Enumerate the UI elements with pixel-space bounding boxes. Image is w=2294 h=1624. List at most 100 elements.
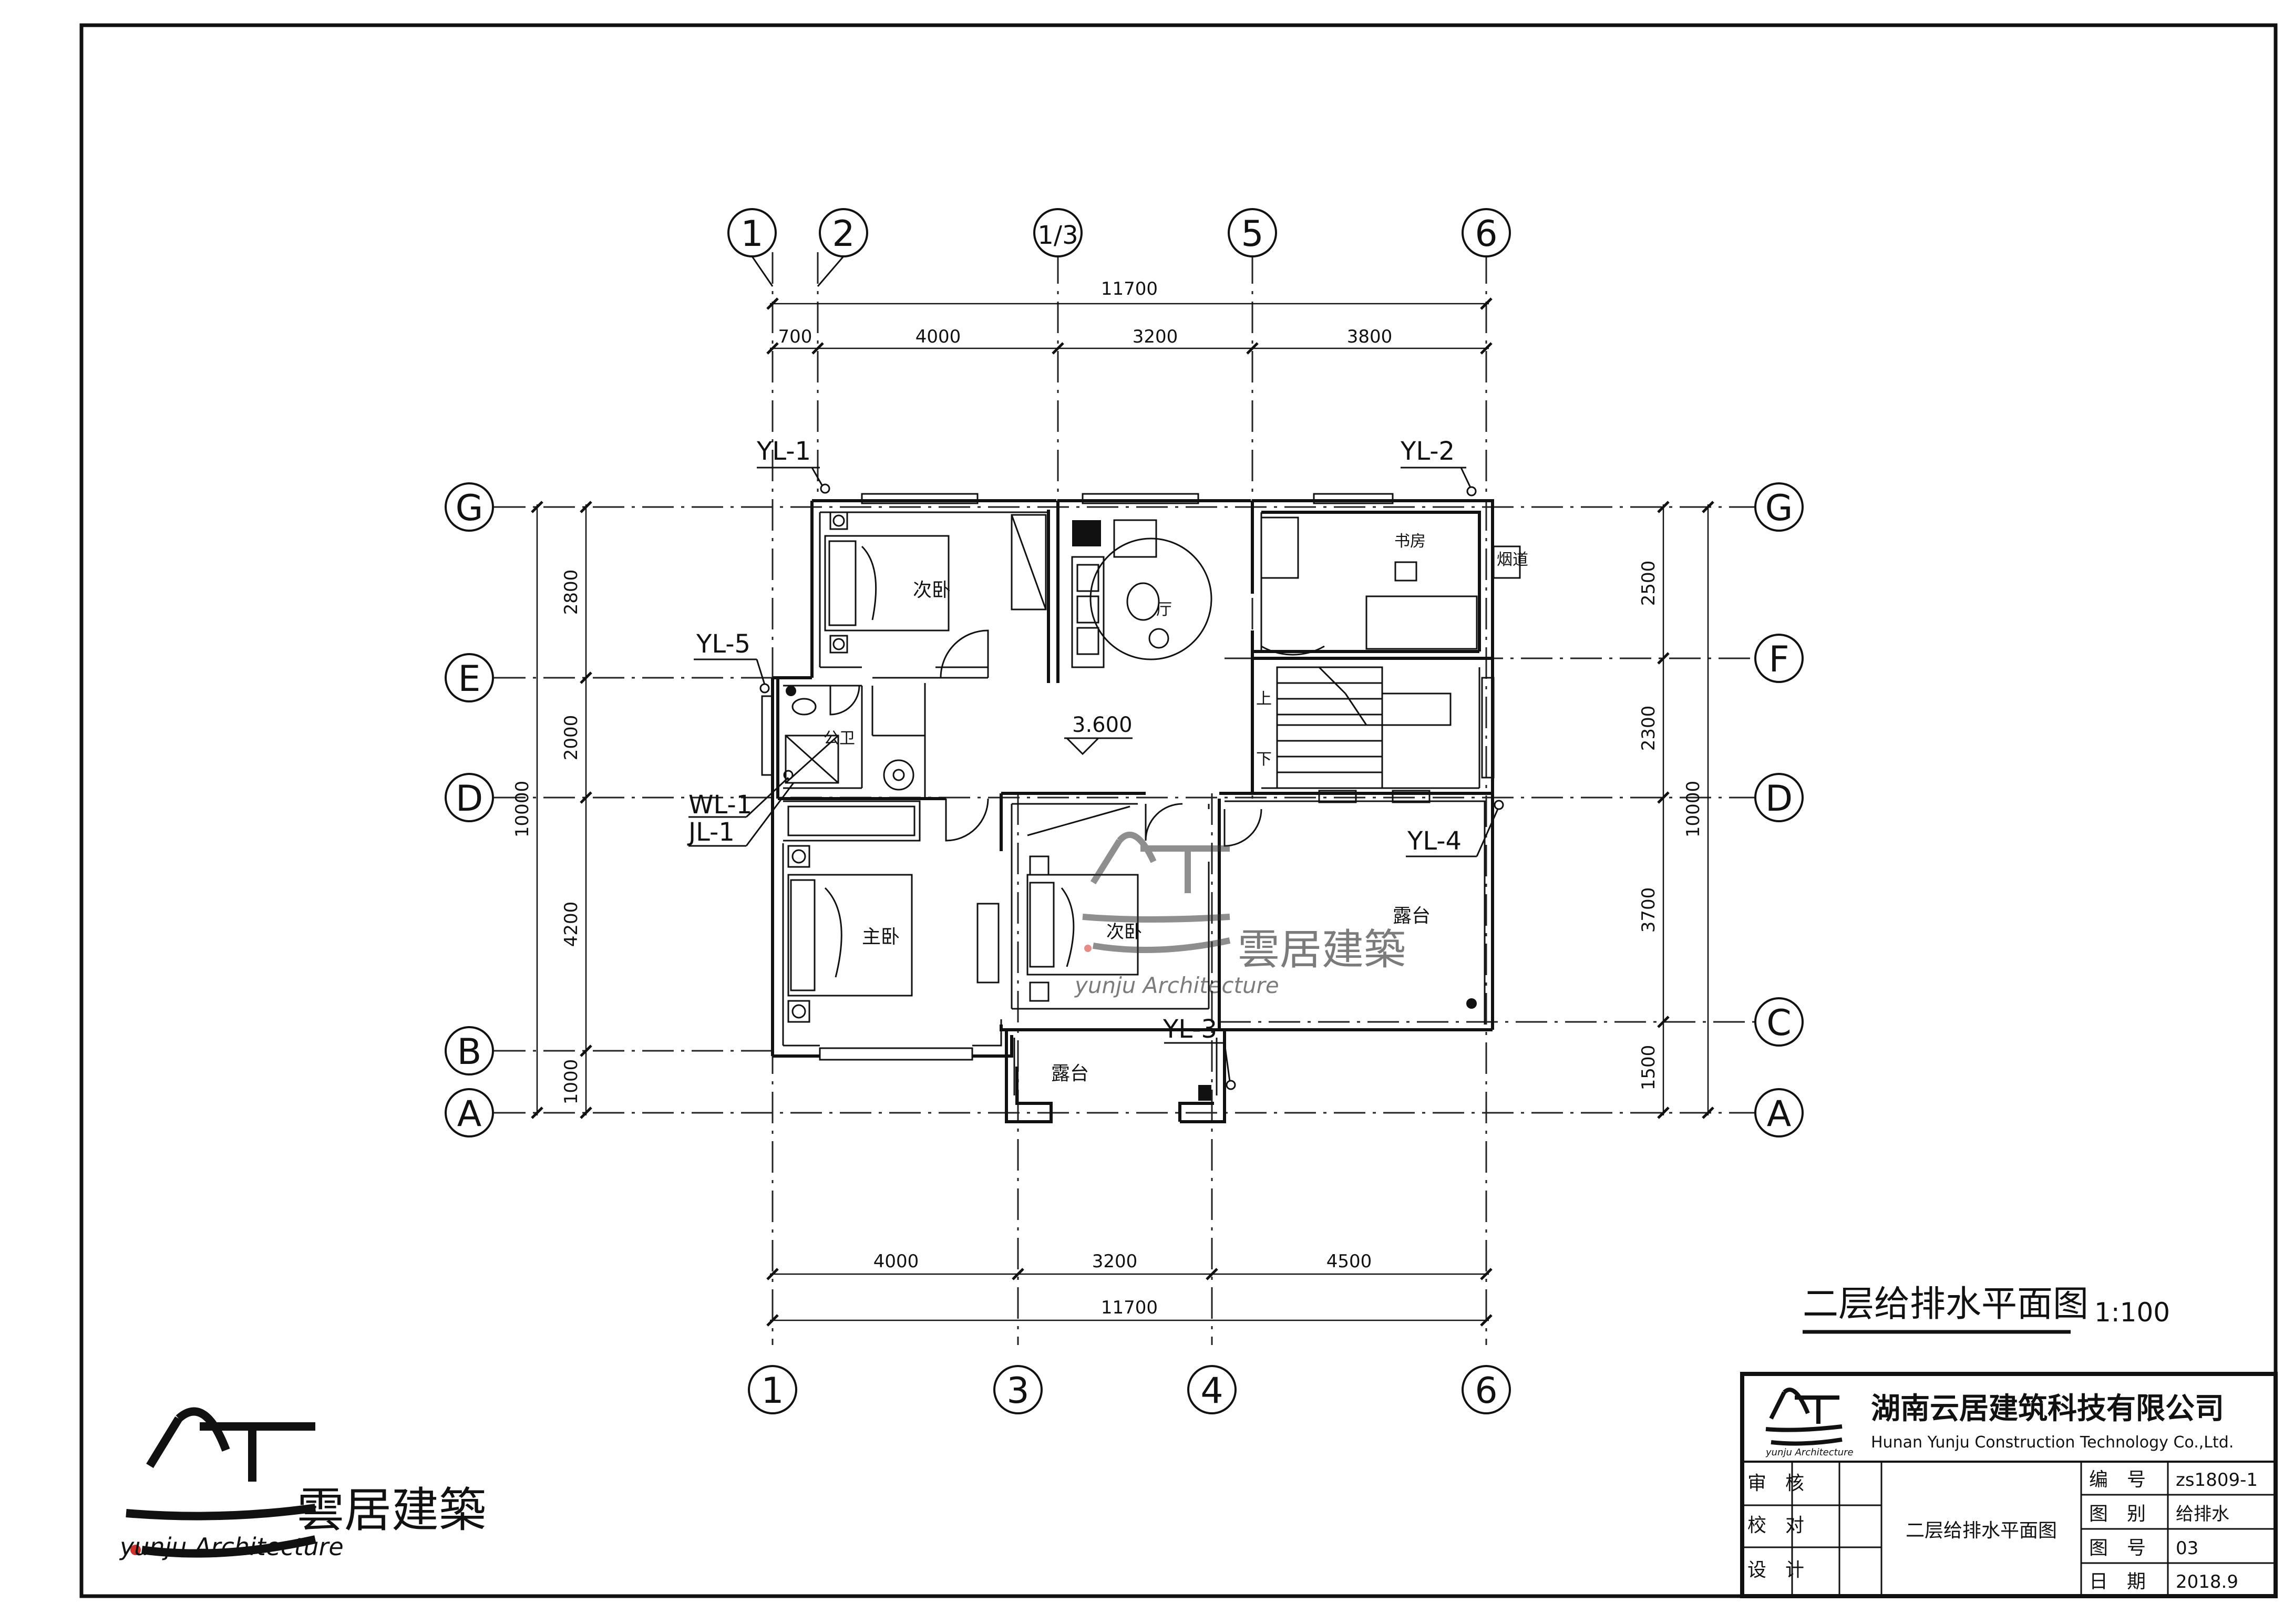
dim-left-3: 1000 xyxy=(561,1059,582,1105)
pipe-label-yl1: YL-1 xyxy=(756,437,811,466)
axis-label: 3 xyxy=(1006,1370,1029,1412)
window xyxy=(1481,677,1495,779)
title-block-drawing-name: 二层给排水平面图 xyxy=(1906,1520,2057,1542)
dim-right-0: 2500 xyxy=(1638,561,1659,606)
window xyxy=(1082,493,1199,504)
axis-bubbles-left: G E D B A xyxy=(445,482,494,1137)
sheet-border xyxy=(79,23,2278,1598)
axis-bubble-4-bottom: 4 xyxy=(1187,1365,1237,1414)
field-value-category: 给排水 xyxy=(2176,1504,2229,1525)
axis-label: 5 xyxy=(1241,213,1263,255)
room-label-bedroom-nw: 次卧 xyxy=(913,580,951,601)
dimensions-right: 2500 2300 3700 1500 10000 xyxy=(1638,501,1714,1119)
dimensions-bottom: 4000 3200 4500 11700 xyxy=(766,1251,1493,1327)
drawing-scale: 1:100 xyxy=(2094,1297,2170,1328)
dim-top-total: 11700 xyxy=(1101,278,1158,299)
logo-cn: 雲居建築 xyxy=(297,1483,486,1538)
pipe-label-yl5: YL-5 xyxy=(696,629,750,659)
study-desk xyxy=(1365,595,1478,650)
room-label-terrace-s: 露台 xyxy=(1051,1063,1089,1084)
axis-label: B xyxy=(457,1031,482,1073)
axis-bubble-F-right: F xyxy=(1754,634,1804,683)
bed-mid xyxy=(1026,805,1139,1002)
drawing-title: 二层给排水平面图 1:100 xyxy=(1803,1284,2170,1334)
study-chair xyxy=(1394,561,1417,582)
dim-left-1: 2000 xyxy=(561,715,582,761)
window xyxy=(861,493,979,504)
pipe-yl4 xyxy=(1494,800,1504,810)
drawing-title-text: 二层给排水平面图 xyxy=(1803,1284,2089,1325)
company-name-en: Hunan Yunju Construction Technology Co.,… xyxy=(1871,1433,2234,1452)
dim-bottom-total: 11700 xyxy=(1101,1297,1158,1318)
dim-bottom-2: 4500 xyxy=(1326,1251,1372,1272)
field-label-number: 编 号 xyxy=(2089,1469,2146,1491)
window xyxy=(1318,790,1357,803)
dim-right-3: 1500 xyxy=(1638,1045,1659,1091)
chimney-box xyxy=(1493,545,1521,579)
room-label-master: 主卧 xyxy=(862,926,900,948)
axis-bubble-D-left: D xyxy=(445,773,494,822)
axis-bubbles-bottom: 1 3 4 6 xyxy=(748,1365,1511,1414)
company-logo: 雲居建築 yunju Architecture xyxy=(119,1407,486,1561)
staircase xyxy=(1276,666,1452,789)
room-label-terrace-e: 露台 xyxy=(1393,905,1431,927)
elevation-marker: 3.600 xyxy=(1064,713,1133,756)
room-label-bath: 公卫 xyxy=(824,729,855,748)
furniture xyxy=(785,511,1478,1023)
pipe-label-yl4: YL-4 xyxy=(1407,826,1462,856)
dimensions-left: 2800 2000 4200 1000 10000 xyxy=(512,501,592,1119)
title-block-logo-text: yunju Architecture xyxy=(1765,1447,1854,1458)
dim-top-1: 4000 xyxy=(915,326,961,347)
label-design: 设 计 xyxy=(1747,1559,1804,1581)
axis-bubble-E-left: E xyxy=(445,653,494,702)
axis-bubble-G-left: G xyxy=(445,482,494,532)
dim-bottom-0: 4000 xyxy=(873,1251,919,1272)
walls xyxy=(771,499,1494,1123)
dim-left-2: 4200 xyxy=(561,902,582,947)
axis-label: D xyxy=(456,778,483,820)
window xyxy=(761,695,774,776)
logo-mark-icon xyxy=(126,1407,316,1558)
dim-left-total: 10000 xyxy=(512,781,533,837)
axis-label: 1/3 xyxy=(1037,221,1078,250)
label-review: 审 核 xyxy=(1747,1473,1804,1494)
stair-down-label: 下 xyxy=(1256,750,1272,769)
axis-label: 1 xyxy=(740,213,763,255)
watermark-en: yunju Architecture xyxy=(1074,973,1279,998)
axis-bubble-A-right: A xyxy=(1754,1088,1804,1137)
stair-up-label: 上 xyxy=(1256,690,1272,708)
bed-nw xyxy=(824,511,950,654)
axis-label: G xyxy=(1765,488,1793,529)
field-value-number: zs1809-1 xyxy=(2176,1470,2258,1491)
axis-label: A xyxy=(457,1093,482,1135)
room-label-chimney: 烟道 xyxy=(1497,551,1528,569)
dim-top-2: 3200 xyxy=(1133,326,1178,347)
field-label-date: 日 期 xyxy=(2089,1571,2146,1592)
axis-bubble-B-left: B xyxy=(445,1026,494,1075)
field-value-date: 2018.9 xyxy=(2176,1571,2238,1592)
axis-label: A xyxy=(1767,1093,1792,1135)
axis-bubble-G-right: G xyxy=(1754,482,1804,532)
windows xyxy=(761,493,1521,1061)
label-check: 校 对 xyxy=(1747,1515,1804,1536)
room-label-study: 书房 xyxy=(1394,532,1426,551)
pipe-label-yl3: YL-3 xyxy=(1163,1015,1217,1044)
axis-bubble-C-right: C xyxy=(1754,997,1804,1047)
pipe-markers: YL-1 YL-2 YL-5 WL-1 JL-1 YL-4 YL-3 xyxy=(687,437,1504,1101)
elevation-text: 3.600 xyxy=(1072,713,1133,737)
axis-bubble-2-top: 2 xyxy=(817,208,868,287)
room-label-living: 厅 xyxy=(1156,601,1172,619)
pipe-label-yl2: YL-2 xyxy=(1400,437,1455,466)
dim-right-2: 3700 xyxy=(1638,887,1659,933)
axis-label: 1 xyxy=(761,1370,784,1412)
axis-label: E xyxy=(458,658,481,700)
axis-bubble-3-bottom: 3 xyxy=(993,1365,1043,1414)
axis-label: D xyxy=(1765,778,1793,820)
room-label-bedroom-mid: 次卧 xyxy=(1106,922,1142,943)
pipe-label-jl1: JL-1 xyxy=(687,818,735,847)
axis-bubble-D-right: D xyxy=(1754,773,1804,822)
sofa-set xyxy=(1071,519,1212,668)
dim-left-0: 2800 xyxy=(561,570,582,615)
logo-en: yunju Architecture xyxy=(119,1533,344,1561)
axis-label: 6 xyxy=(1475,213,1497,255)
